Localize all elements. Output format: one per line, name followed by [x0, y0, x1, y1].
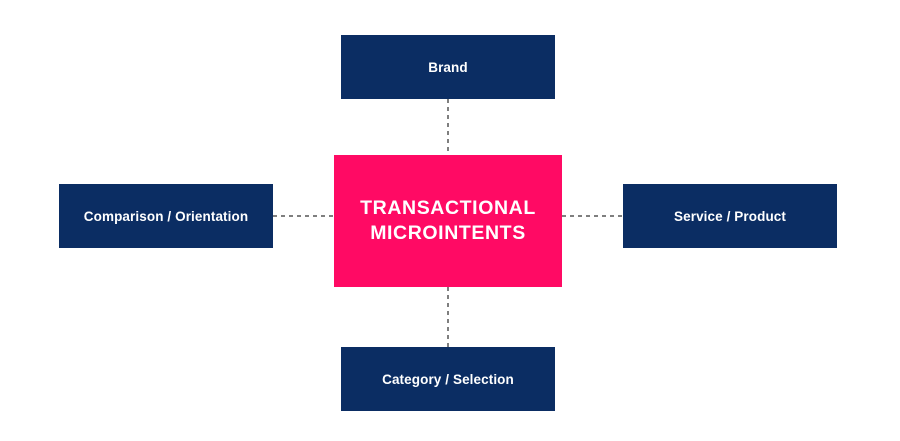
comparison-orientation-node-label: Comparison / Orientation: [83, 208, 249, 224]
service-product-node-label: Service / Product: [674, 208, 786, 224]
category-selection-node-label: Category / Selection: [382, 371, 514, 387]
center-title-line-2: MICROINTENTS: [370, 222, 526, 244]
brand-node-label: Brand: [428, 59, 468, 75]
brand-node: Brand: [341, 35, 555, 99]
comparison-orientation-node: Comparison / Orientation: [59, 184, 273, 248]
service-product-node: Service / Product: [623, 184, 837, 248]
transactional-microintents-node: TRANSACTIONAL MICROINTENTS: [334, 155, 562, 287]
category-selection-node: Category / Selection: [341, 347, 555, 411]
center-title-line-1: TRANSACTIONAL: [360, 197, 536, 219]
